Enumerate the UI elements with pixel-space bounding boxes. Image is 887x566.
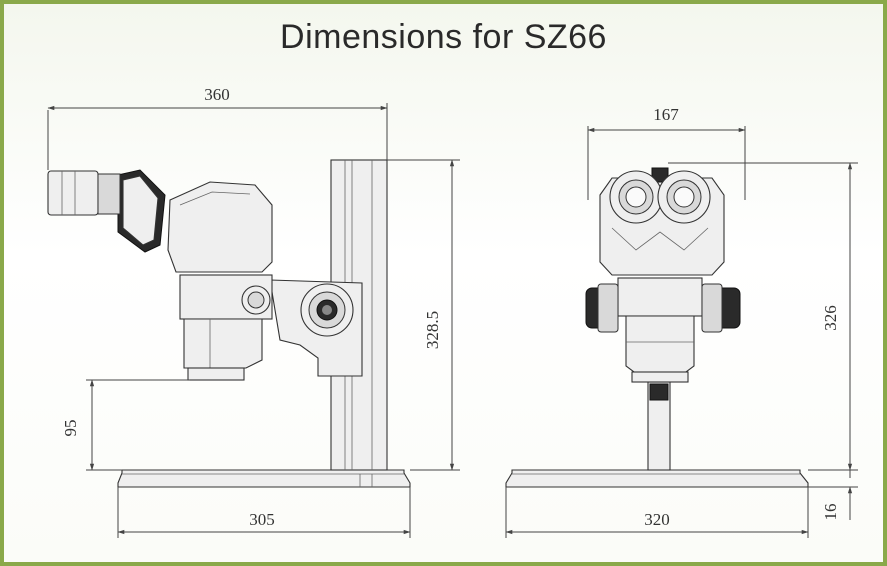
dim-front-height: 326 — [821, 305, 840, 331]
dim-front-head-width: 167 — [653, 105, 679, 124]
front-base — [505, 469, 809, 488]
dim-side-working-height: 95 — [61, 420, 80, 437]
side-head — [167, 181, 273, 273]
side-base — [117, 469, 411, 488]
dim-front-base-thickness: 16 — [821, 504, 840, 521]
front-objective-body — [625, 315, 695, 373]
dim-side-base-width: 305 — [249, 510, 275, 529]
dim-side-width-top: 360 — [204, 85, 230, 104]
side-objective-body — [183, 318, 263, 369]
diagram-title: Dimensions for SZ66 — [280, 18, 607, 56]
side-view: 360 328.5 95 305 — [47, 85, 460, 538]
side-eyepiece — [47, 170, 99, 216]
front-zoom-body — [617, 277, 703, 317]
side-objective-lens — [187, 367, 245, 381]
dim-side-height: 328.5 — [423, 311, 442, 349]
dim-front-base-width: 320 — [644, 510, 670, 529]
front-objective-lens — [631, 371, 689, 383]
front-view: 167 326 16 320 — [505, 105, 858, 538]
